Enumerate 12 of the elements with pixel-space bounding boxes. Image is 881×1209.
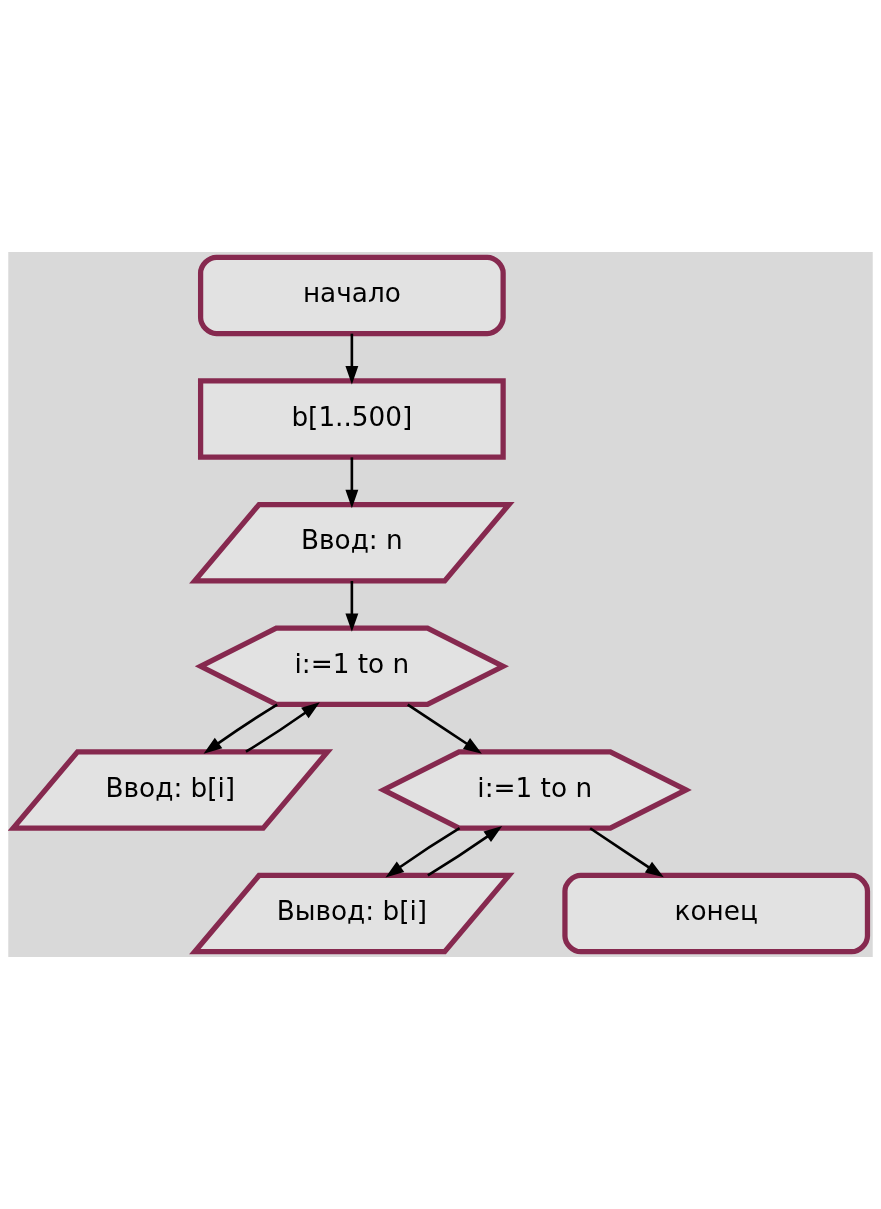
arrow bbox=[407, 703, 482, 754]
arrow bbox=[345, 457, 359, 509]
node-box: конец bbox=[562, 872, 871, 955]
arrow bbox=[345, 333, 359, 385]
arrow bbox=[427, 825, 503, 877]
arrow bbox=[345, 580, 359, 632]
node-box: b[1..500] bbox=[198, 378, 506, 460]
arrow bbox=[589, 827, 664, 878]
node-box: начало bbox=[198, 254, 506, 337]
arrow bbox=[245, 702, 320, 753]
arrow bbox=[203, 703, 278, 754]
arrow bbox=[385, 827, 461, 878]
